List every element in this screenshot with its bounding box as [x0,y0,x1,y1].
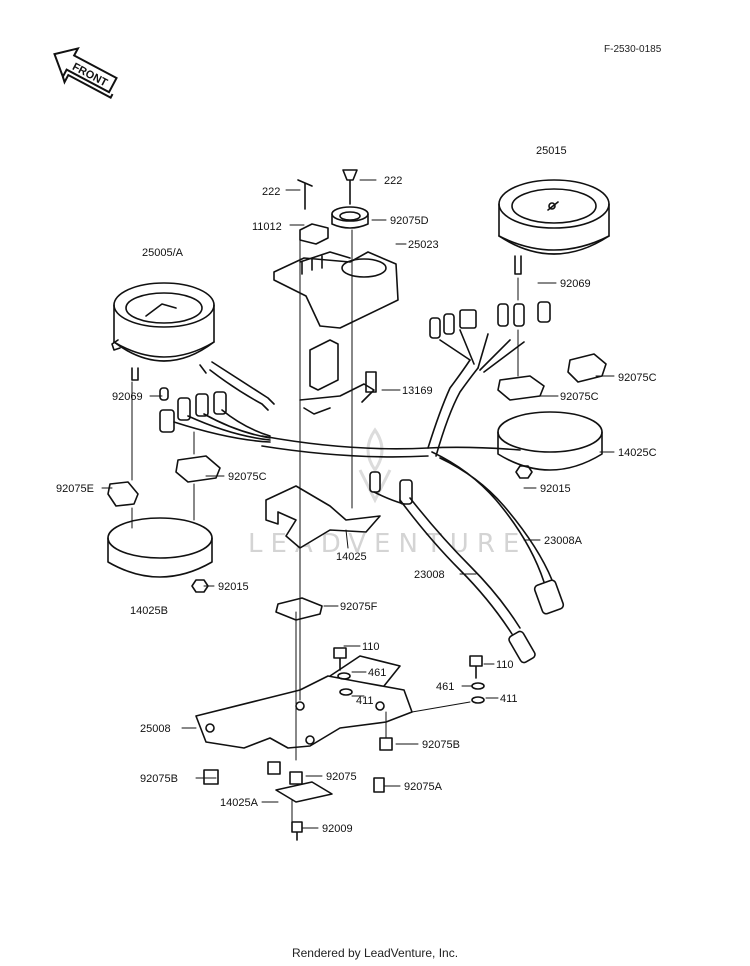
label-25008: 25008 [140,723,171,735]
label-13169: 13169 [402,385,433,397]
label-92069-left: 92069 [112,391,143,403]
label-14025: 14025 [336,551,367,563]
label-92075b-right: 92075B [422,739,460,751]
label-92075b-left: 92075B [140,773,178,785]
label-92075c-right-top: 92075C [618,372,657,384]
part-labels: 222 222 11012 92075D 25023 25015 92069 2… [56,145,657,835]
left-meter [111,282,275,411]
label-14025b: 14025B [130,605,168,617]
label-92075e: 92075E [56,483,94,495]
label-14025c: 14025C [618,447,657,459]
bracket-13169 [299,339,377,415]
label-110-left: 110 [362,641,380,653]
label-411-right: 411 [500,693,518,705]
label-11012: 11012 [252,221,282,233]
right-meter [498,179,610,275]
label-222-right: 222 [384,175,402,187]
label-92075a: 92075A [404,781,443,793]
label-461-right: 461 [436,681,454,693]
top-small-parts [297,169,369,245]
footer-credit: Rendered by LeadVenture, Inc. [291,946,459,960]
diagram-code: F-2530-0185 [604,44,662,55]
label-92075c-right: 92075C [560,391,599,403]
fasteners [203,647,485,841]
label-92009: 92009 [322,823,353,835]
label-92075f: 92075F [340,601,378,613]
label-92015-right: 92015 [540,483,571,495]
label-92075c-left: 92075C [228,471,267,483]
bracket-14025 [265,485,381,549]
label-23008a: 23008A [544,535,583,547]
label-110-right: 110 [496,659,514,671]
label-411-left: 411 [356,695,374,707]
cushions-covers [107,353,607,593]
label-25023: 25023 [408,239,439,251]
wire-harness [261,301,565,664]
label-25005a: 25005/A [142,247,184,259]
rubber-92075f [275,597,323,621]
housing [273,251,399,329]
front-arrow-icon: FRONT [53,46,118,99]
label-92069-right: 92069 [560,278,591,290]
label-461-left: 461 [368,667,386,679]
label-222-left: 222 [262,186,280,198]
label-92015-left: 92015 [218,581,249,593]
label-92075d: 92075D [390,215,429,227]
guide-lines [131,229,519,823]
label-23008: 23008 [414,569,445,581]
label-14025a: 14025A [220,797,259,809]
label-25015: 25015 [536,145,567,157]
left-sockets [159,387,271,443]
leader-lines [101,179,615,829]
label-92075: 92075 [326,771,357,783]
